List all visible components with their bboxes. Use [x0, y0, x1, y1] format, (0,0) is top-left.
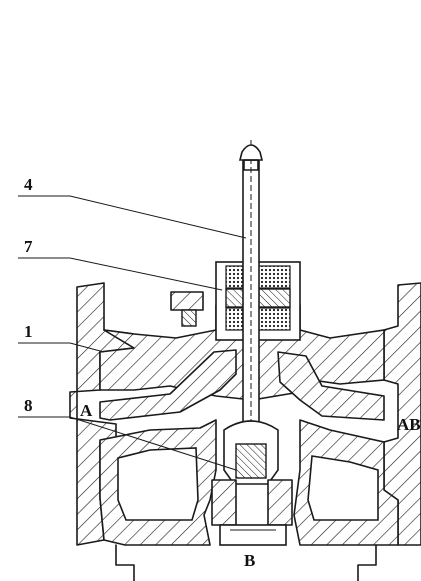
bonnet-assembly — [170, 261, 301, 341]
callout-leaders — [18, 195, 247, 471]
port-label-right: AB — [397, 415, 421, 434]
seat-ring-left — [211, 479, 237, 526]
callout-label-1: 1 — [24, 322, 33, 341]
side-fastener — [170, 291, 204, 311]
plug-seat — [235, 443, 267, 479]
port-label-bottom: B — [244, 551, 255, 570]
right-lower-cavity — [307, 455, 379, 521]
left-lower-cavity — [117, 447, 199, 521]
plug-assembly — [211, 420, 293, 546]
seat-ring-right — [267, 479, 293, 526]
callout-label-8: 8 — [24, 396, 33, 415]
side-fastener-bolt — [181, 309, 197, 327]
bottom-step — [115, 544, 377, 581]
callout-label-7: 7 — [24, 237, 33, 256]
partition-upper — [99, 349, 237, 421]
bottom-insert — [219, 524, 287, 546]
valve-body — [69, 282, 421, 581]
port-label-left: A — [80, 401, 93, 420]
partition-right — [277, 351, 385, 421]
stem-cap — [238, 144, 264, 161]
callout-label-4: 4 — [24, 175, 33, 194]
